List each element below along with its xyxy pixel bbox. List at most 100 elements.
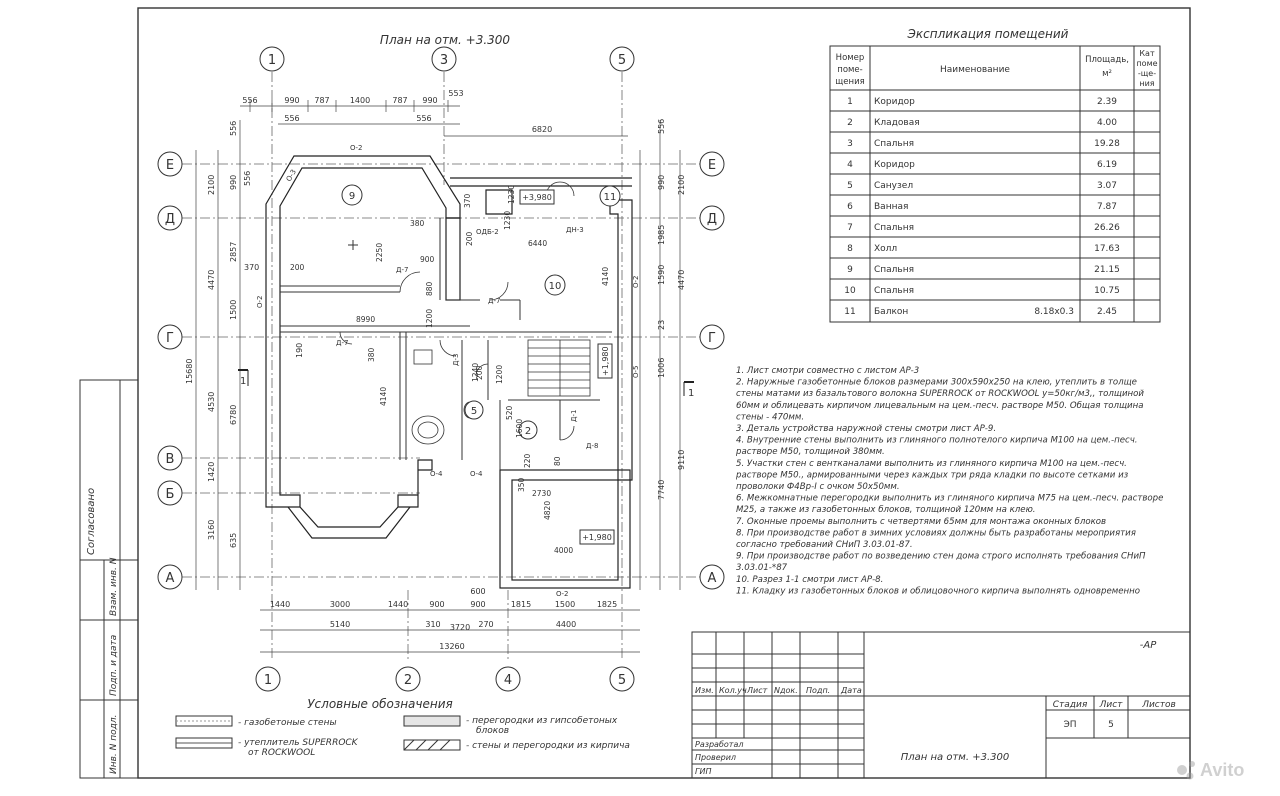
explication-cell-number: 10 — [844, 286, 856, 296]
bathroom-fixtures — [411, 349, 477, 445]
axis-bubble-A-left: А — [157, 564, 183, 590]
svg-text:2100: 2100 — [677, 175, 686, 195]
svg-text:Д-7: Д-7 — [488, 297, 500, 305]
dim-texts-right: 556 2100 990 1985 4470 1590 23 1006 9110… — [657, 119, 686, 500]
axis-bubble-V-left: В — [157, 445, 183, 471]
svg-text:9: 9 — [349, 191, 355, 202]
svg-text:2: 2 — [525, 426, 531, 437]
svg-text:990: 990 — [284, 96, 299, 105]
svg-text:1985: 1985 — [657, 225, 666, 245]
svg-text:2857: 2857 — [229, 242, 238, 262]
explication-cell-name: Спальня — [874, 286, 914, 296]
note-line: 2. Наружные газобетонные блоков размерам… — [736, 378, 1137, 388]
explication-cell-area: 10.75 — [1094, 286, 1120, 296]
svg-text:370: 370 — [463, 193, 472, 208]
explication-cell-area: 26.26 — [1094, 223, 1120, 233]
axis-bubble-A-right: А — [699, 564, 725, 590]
svg-text:Д: Д — [707, 212, 717, 227]
sheet-title: План на отм. +3.300 — [901, 752, 1009, 763]
svg-text:990: 990 — [229, 175, 238, 190]
axis-bubble-D-left: Д — [157, 205, 183, 231]
svg-text:1590: 1590 — [657, 265, 666, 285]
svg-text:поме: поме — [1136, 59, 1157, 68]
svg-text:190: 190 — [295, 343, 304, 358]
dim-texts-left: 556 2100 990 556 2857 370 4470 1500 1568… — [185, 121, 304, 548]
note-line: 3.03.01-*87 — [736, 563, 788, 573]
svg-text:Подп.: Подп. — [806, 686, 830, 695]
avito-watermark: Avito — [1177, 760, 1244, 780]
svg-text:Кат: Кат — [1139, 49, 1155, 58]
note-line: 3. Деталь устройства наружной стены смот… — [736, 424, 996, 434]
axis-bubble-2-bottom: 2 — [395, 666, 421, 692]
svg-text:1600: 1600 — [515, 419, 524, 438]
svg-text:О-2: О-2 — [632, 276, 640, 289]
svg-text:556: 556 — [416, 114, 431, 123]
interior-partitions — [280, 218, 612, 470]
axis-bubble-5-bottom: 5 — [609, 666, 635, 692]
explication-cell-number: 3 — [847, 139, 853, 149]
svg-text:5: 5 — [471, 406, 477, 417]
explication-cell-area: 4.00 — [1097, 118, 1117, 128]
svg-text:1230: 1230 — [503, 211, 512, 230]
explication-cell-area: 19.28 — [1094, 139, 1120, 149]
svg-text:556: 556 — [229, 121, 238, 136]
plan-title: План на отм. +3.300 — [380, 33, 511, 47]
explication-header: Номер поме- щения Наименование Площадь, … — [835, 49, 1157, 88]
svg-text:4140: 4140 — [379, 387, 388, 406]
title-block-code: -АР — [1140, 640, 1157, 651]
svg-text:1240: 1240 — [471, 363, 480, 382]
svg-text:5: 5 — [618, 53, 626, 68]
svg-text:310: 310 — [425, 620, 440, 629]
svg-text:4530: 4530 — [207, 392, 216, 412]
svg-text:А: А — [708, 571, 717, 586]
svg-text:200: 200 — [465, 231, 474, 246]
svg-text:О-5: О-5 — [632, 366, 640, 379]
svg-text:200: 200 — [290, 263, 305, 272]
svg-text:Г: Г — [166, 331, 174, 346]
svg-text:2250: 2250 — [375, 243, 384, 262]
dim-lines-bottom — [260, 609, 640, 653]
room-label-11: 11 — [599, 185, 621, 207]
svg-text:Г: Г — [708, 331, 716, 346]
svg-text:2: 2 — [404, 673, 412, 688]
svg-text:5140: 5140 — [330, 620, 350, 629]
svg-text:Д-7: Д-7 — [336, 339, 348, 347]
svg-text:4470: 4470 — [677, 270, 686, 290]
level-mark-1980-stair: +1,980 — [597, 343, 613, 379]
explication-cell-name: Кладовая — [874, 118, 920, 128]
svg-text:Avito: Avito — [1200, 760, 1244, 780]
svg-text:1500: 1500 — [555, 600, 575, 609]
level-mark-3980: +3,980 — [519, 189, 555, 205]
svg-text:1400: 1400 — [350, 96, 370, 105]
note-line: 60мм и облицевать кирпичом лицевальным н… — [736, 401, 1144, 411]
explication-cell-extra: 8.18x0.3 — [1034, 307, 1074, 317]
note-line: растворе М50., армированными через кажды… — [735, 470, 1129, 480]
svg-text:900: 900 — [429, 600, 444, 609]
svg-text:80: 80 — [553, 456, 562, 466]
note-line: 1. Лист смотри совместно с листом АР-3 — [736, 366, 919, 376]
svg-text:10: 10 — [549, 281, 562, 292]
stamp-replace: Взам. инв. N — [109, 557, 119, 616]
explication-title: Экспликация помещений — [907, 27, 1069, 41]
axis-bubble-1-bottom: 1 — [255, 666, 281, 692]
svg-text:Лист: Лист — [746, 686, 768, 695]
svg-text:556: 556 — [284, 114, 299, 123]
explication-grid — [829, 45, 1161, 323]
svg-text:О-2: О-2 — [256, 296, 264, 309]
svg-text:553: 553 — [448, 89, 463, 98]
svg-text:556: 556 — [243, 171, 252, 186]
axis-bubble-4-bottom: 4 — [495, 666, 521, 692]
title-block-cols: Изм. Кол.уч Лист Nдок. Подп. Дата Разраб… — [695, 686, 862, 776]
note-line: 7. Оконные проемы выполнить с четвертями… — [736, 517, 1106, 527]
legend-gas-concrete: - газобетоные стены — [175, 715, 337, 728]
sheet-label: Лист — [1099, 700, 1124, 710]
note-line: 9. При производстве работ по возведению … — [736, 552, 1146, 562]
svg-text:ния: ния — [1139, 79, 1154, 88]
explication-cell-number: 8 — [847, 244, 853, 254]
svg-text:О-2: О-2 — [556, 590, 569, 598]
note-line: 4. Внутренние стены выполнить из глиняно… — [736, 436, 1138, 446]
svg-text:1420: 1420 — [207, 462, 216, 482]
room-label-9: 9 — [341, 184, 363, 206]
dim-lines-side — [195, 120, 681, 590]
svg-text:1: 1 — [688, 388, 694, 399]
